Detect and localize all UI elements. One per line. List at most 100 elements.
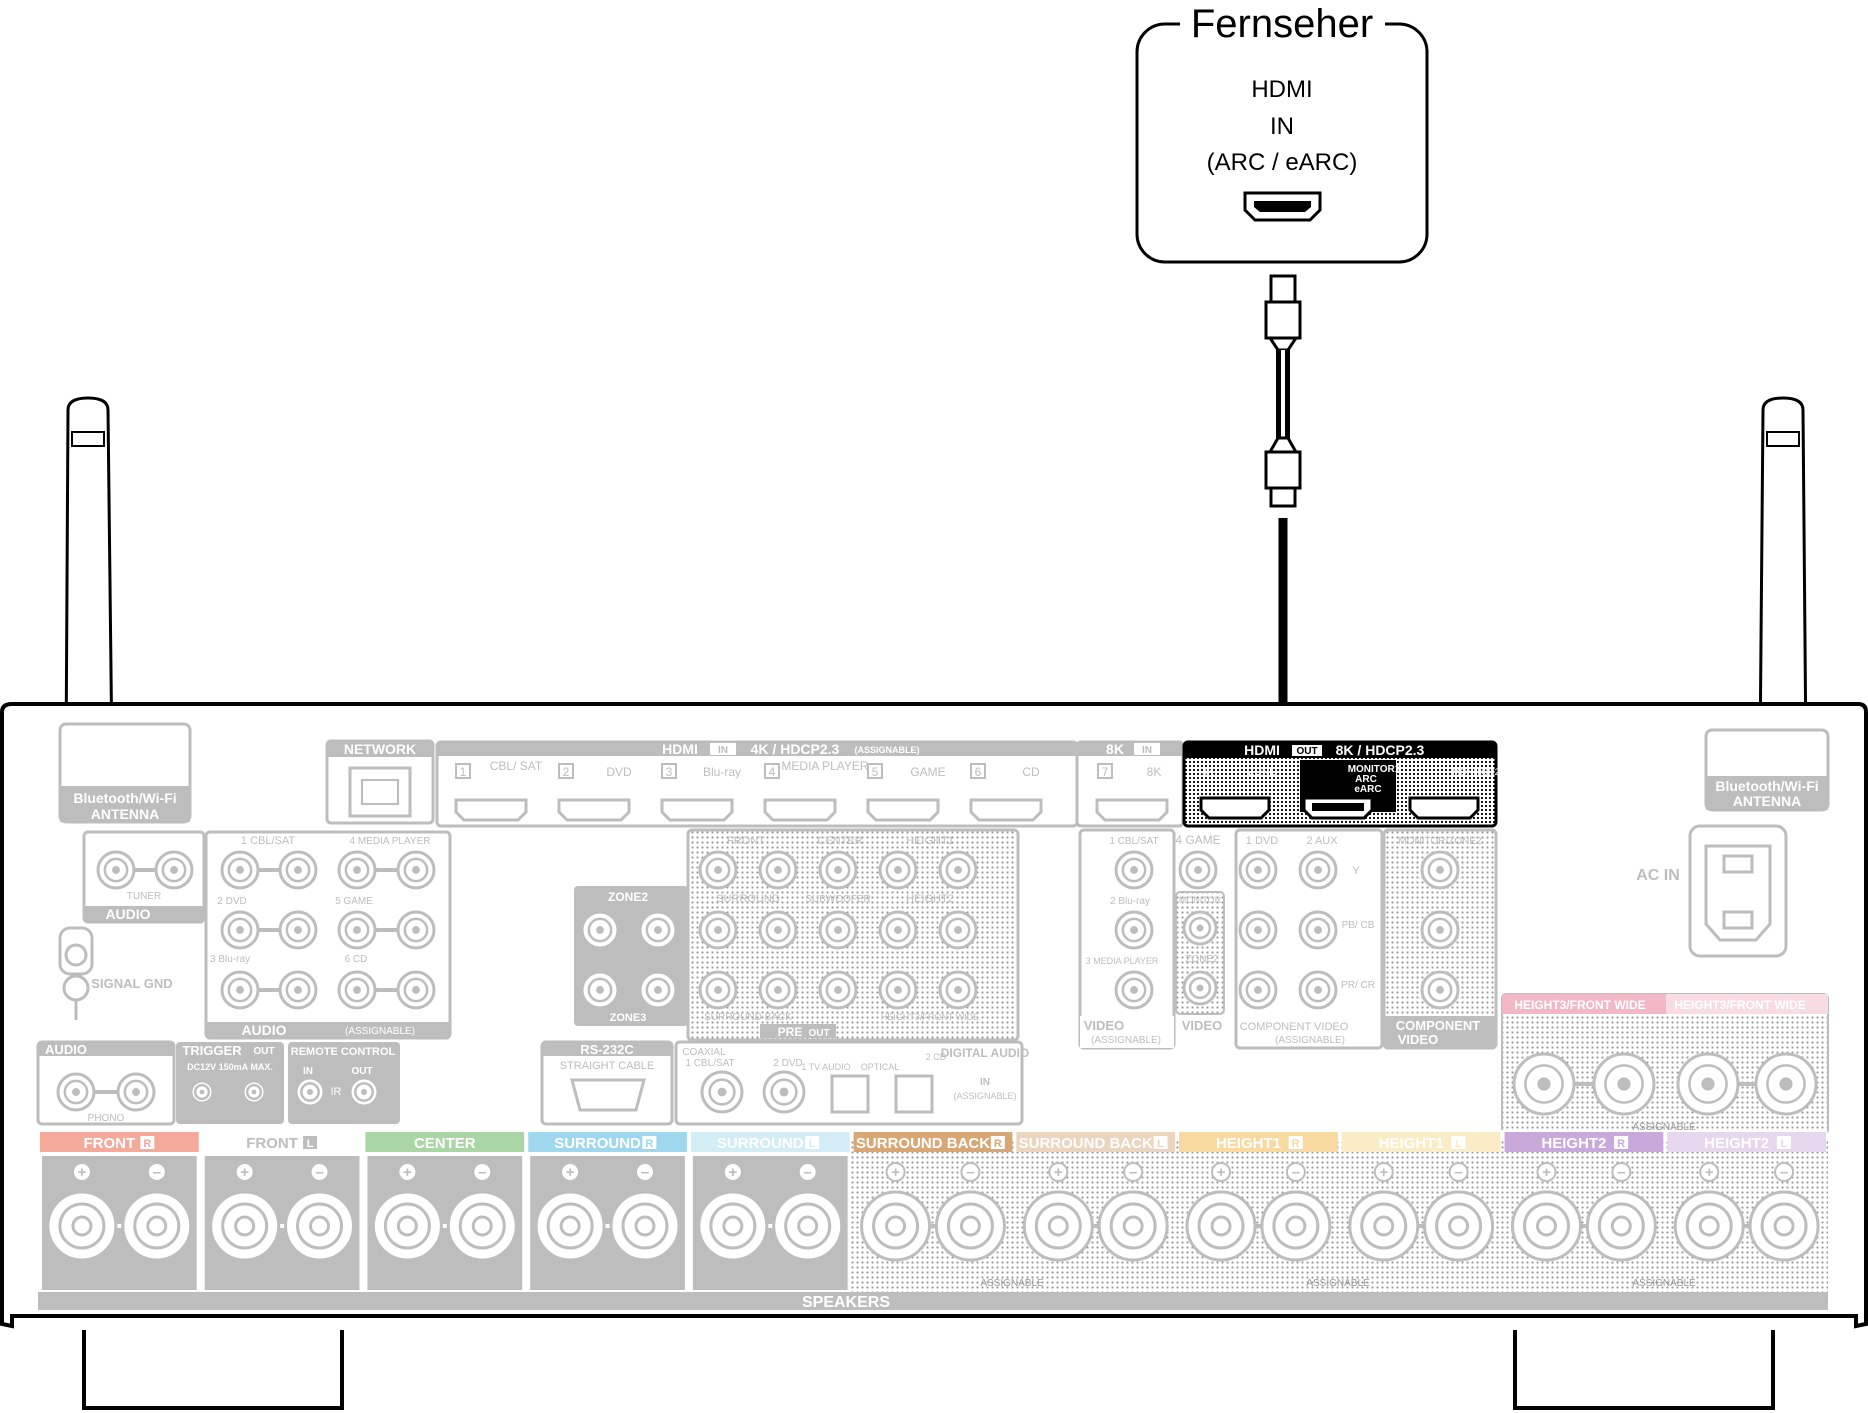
optical-cd-port[interactable]: [894, 1074, 934, 1114]
speaker-terminal-10-minus[interactable]: –: [1748, 1162, 1820, 1262]
audio-in-a1-l[interactable]: [278, 910, 318, 950]
audio-in-a0-r[interactable]: [220, 850, 260, 890]
audio-in-b1-r[interactable]: [337, 910, 377, 950]
pre-row1-4[interactable]: [938, 850, 978, 890]
speaker-terminal-4-plus[interactable]: +: [697, 1162, 769, 1262]
speaker-terminal-7-plus[interactable]: +: [1185, 1162, 1257, 1262]
speaker-terminal-3-minus[interactable]: –: [609, 1162, 681, 1262]
speaker-terminal-4-minus[interactable]: –: [772, 1162, 844, 1262]
speaker-terminal-2-plus[interactable]: +: [371, 1162, 443, 1262]
speaker-terminal-0-minus[interactable]: –: [121, 1162, 193, 1262]
coax-dvd-jack[interactable]: [762, 1070, 806, 1114]
video-in-0[interactable]: [1114, 850, 1154, 890]
network-port[interactable]: NETWORK: [325, 739, 435, 825]
comp-aux-1[interactable]: [1298, 910, 1338, 950]
speaker-label-2: CENTER: [365, 1132, 525, 1152]
trigger-1[interactable]: [189, 1079, 215, 1105]
tv-hdmi-port[interactable]: [1243, 191, 1322, 222]
trigger-2[interactable]: [241, 1079, 267, 1105]
ac-in[interactable]: AC IN: [1636, 824, 1788, 958]
pre-row3-2[interactable]: [818, 970, 858, 1010]
pre-row2-1[interactable]: [758, 910, 798, 950]
audio-in-a1-r[interactable]: [220, 910, 260, 950]
zone3-jack-l[interactable]: [638, 970, 678, 1010]
pre-row3-1[interactable]: [758, 970, 798, 1010]
remote-in[interactable]: [294, 1076, 326, 1108]
rs232c-panel[interactable]: RS-232C STRAIGHT CABLE: [540, 1040, 674, 1126]
video-out-monitor[interactable]: [1182, 910, 1218, 946]
comp-aux-0[interactable]: [1298, 850, 1338, 890]
audio-in-b0-l[interactable]: [396, 850, 436, 890]
video-in-game[interactable]: [1178, 850, 1218, 890]
comp-out-2[interactable]: [1420, 970, 1460, 1010]
speaker-terminal-9-minus[interactable]: –: [1585, 1162, 1657, 1262]
optical-tv-port[interactable]: [830, 1074, 870, 1114]
pre-row1-3[interactable]: [878, 850, 918, 890]
speaker-h3l-plus[interactable]: [1676, 1052, 1740, 1116]
speaker-terminal-3-plus[interactable]: +: [534, 1162, 606, 1262]
zone2-jack-l[interactable]: [638, 910, 678, 950]
speaker-h3l-minus[interactable]: [1754, 1052, 1818, 1116]
hdmi-out-monitor1-port[interactable]: [1302, 796, 1374, 820]
speaker-terminal-10-plus[interactable]: +: [1673, 1162, 1745, 1262]
speaker-terminal-1-plus[interactable]: +: [209, 1162, 281, 1262]
audio-in-a0-l[interactable]: [278, 850, 318, 890]
zone3-jack-r[interactable]: [580, 970, 620, 1010]
speaker-terminal-5-plus[interactable]: +: [860, 1162, 932, 1262]
speaker-terminal-8-minus[interactable]: –: [1423, 1162, 1495, 1262]
speaker-h3r-minus[interactable]: [1592, 1052, 1656, 1116]
phono-jack-l[interactable]: [116, 1072, 156, 1112]
speaker-terminal-2-minus[interactable]: –: [446, 1162, 518, 1262]
audio-in-a2-l[interactable]: [278, 970, 318, 1010]
speaker-terminal-7-minus[interactable]: –: [1260, 1162, 1332, 1262]
hdmi-out-monitor2-port[interactable]: [1408, 796, 1480, 820]
video-out-zone2[interactable]: [1182, 970, 1218, 1006]
speaker-terminal-1-minus[interactable]: –: [284, 1162, 356, 1262]
pre-row2-3[interactable]: [878, 910, 918, 950]
tuner-jack-r[interactable]: [96, 850, 136, 890]
hdmi-out-zone-port[interactable]: [1199, 796, 1271, 820]
comp-out-1[interactable]: [1420, 910, 1460, 950]
pre-row1-0[interactable]: [698, 850, 738, 890]
comp-aux-2[interactable]: [1298, 970, 1338, 1010]
tuner-jack-l[interactable]: [154, 850, 194, 890]
pre-row2-0[interactable]: [698, 910, 738, 950]
pre-row1-2[interactable]: [818, 850, 858, 890]
video-in-1[interactable]: [1114, 910, 1154, 950]
speaker-terminal-6-minus[interactable]: –: [1097, 1162, 1169, 1262]
pre-row2-4[interactable]: [938, 910, 978, 950]
pre-row1-1[interactable]: [758, 850, 798, 890]
pre-row3-0[interactable]: [698, 970, 738, 1010]
hdmi-8k-in-port[interactable]: [1095, 798, 1169, 822]
zone2-jack-r[interactable]: [580, 910, 620, 950]
signal-gnd[interactable]: SIGNAL GND: [58, 926, 173, 1020]
phono-jack-r[interactable]: [56, 1072, 96, 1112]
coax-cbl-jack[interactable]: [700, 1070, 744, 1114]
video-in-2[interactable]: [1114, 970, 1154, 1010]
audio-in-b2-r[interactable]: [337, 970, 377, 1010]
comp-dvd-2[interactable]: [1238, 970, 1278, 1010]
audio-in-a2-r[interactable]: [220, 970, 260, 1010]
comp-dvd-0[interactable]: [1238, 850, 1278, 890]
speaker-terminal-9-plus[interactable]: +: [1510, 1162, 1582, 1262]
remote-out[interactable]: [348, 1076, 380, 1108]
pre-row2-2[interactable]: [818, 910, 858, 950]
comp-out-0[interactable]: [1420, 850, 1460, 890]
pre-row3-3[interactable]: [878, 970, 918, 1010]
pre-row3-4[interactable]: [938, 970, 978, 1010]
speaker-terminal-8-plus[interactable]: +: [1348, 1162, 1420, 1262]
speaker-terminal-6-plus[interactable]: +: [1022, 1162, 1094, 1262]
speaker-terminal-0-plus[interactable]: +: [46, 1162, 118, 1262]
audio-in-b1-l[interactable]: [396, 910, 436, 950]
speaker-terminal-5-minus[interactable]: –: [934, 1162, 1006, 1262]
comp-dvd-1[interactable]: [1238, 910, 1278, 950]
speaker-h3r-plus[interactable]: [1512, 1052, 1576, 1116]
audio-in-b0-r[interactable]: [337, 850, 377, 890]
audio-in-b2-l[interactable]: [396, 970, 436, 1010]
